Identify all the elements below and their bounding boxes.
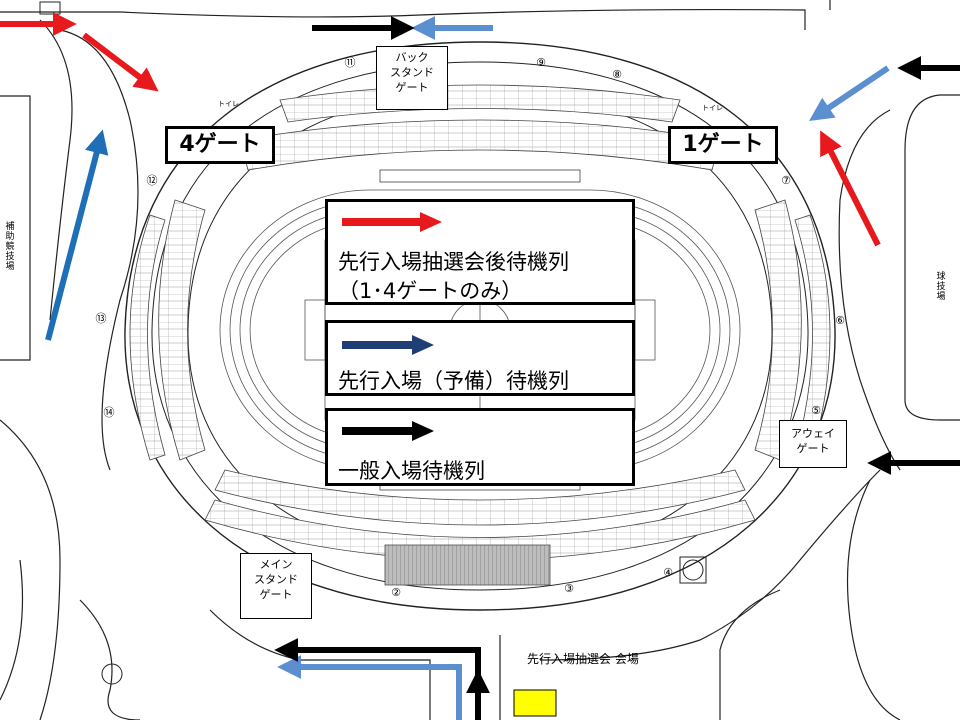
section-9: ⑨ bbox=[536, 56, 546, 69]
section-12: ⑫ bbox=[147, 174, 158, 187]
ball-field-text: 球技場 bbox=[936, 272, 946, 302]
section-3: ③ bbox=[564, 582, 574, 595]
section-numbers: ④ ② ③ ⑤ ⑥ ⑦ ⑧ ⑨ ⑪ ⑫ ⑬ ⑭ bbox=[96, 56, 846, 599]
legend-red: 先行入場抽選会後待機列 （1･4ゲートのみ） bbox=[325, 199, 635, 305]
main-stand-gate-line3: ゲート bbox=[259, 588, 293, 601]
section-13: ⑬ bbox=[96, 312, 107, 325]
gate-1-label: 1ゲート bbox=[668, 126, 778, 164]
ball-field-label: 球技場 bbox=[935, 272, 947, 302]
lottery-venue-box bbox=[513, 689, 557, 717]
gate-1-text: 1ゲート bbox=[682, 132, 764, 157]
auxiliary-field-label: 補助競技場 bbox=[4, 222, 16, 272]
section-8: ⑧ bbox=[612, 68, 622, 81]
back-stand-gate-line1: バック bbox=[395, 51, 429, 64]
queue-arrows bbox=[0, 12, 960, 720]
back-stand-gate-line2: スタンド bbox=[390, 66, 434, 79]
lottery-venue-text: 先行入場抽選会 会場 bbox=[527, 652, 639, 666]
seating bbox=[129, 84, 831, 586]
section-5: ⑤ bbox=[811, 404, 821, 417]
main-stand-gate-label: メイン スタンド ゲート bbox=[240, 553, 312, 619]
section-2: ② bbox=[391, 586, 401, 599]
legend-black: 一般入場待機列 bbox=[325, 408, 635, 486]
toilet-labels: トイレ トイレ bbox=[218, 100, 723, 112]
main-stand-gate-line1: メイン bbox=[259, 558, 293, 571]
legend-black-arrow bbox=[342, 421, 434, 441]
toilet-label-left: トイレ bbox=[218, 100, 239, 108]
legend-navy-arrow bbox=[342, 335, 434, 355]
back-stand-gate-label: バック スタンド ゲート bbox=[376, 46, 448, 110]
lottery-venue-caption: 先行入場抽選会 会場 bbox=[527, 650, 639, 667]
main-stand-gate-line2: スタンド bbox=[254, 573, 298, 586]
away-gate-line1: アウェイ bbox=[791, 427, 835, 440]
gate-4-label: 4ゲート bbox=[165, 126, 275, 164]
section-14: ⑭ bbox=[104, 406, 115, 419]
away-gate-line2: ゲート bbox=[796, 442, 830, 455]
legend-black-line1: 一般入場待機列 bbox=[338, 459, 485, 483]
away-gate-label: アウェイ ゲート bbox=[779, 420, 847, 468]
legend-red-line1: 先行入場抽選会後待機列 bbox=[338, 250, 569, 274]
section-1: ④ bbox=[663, 566, 673, 579]
legend-red-line2: （1･4ゲートのみ） bbox=[338, 279, 523, 303]
section-7: ⑦ bbox=[781, 174, 791, 187]
auxiliary-field-text: 補助競技場 bbox=[5, 222, 15, 272]
section-6: ⑥ bbox=[835, 314, 845, 327]
gate-4-text: 4ゲート bbox=[179, 132, 261, 157]
legend-navy-line1: 先行入場（予備）待機列 bbox=[338, 369, 569, 393]
section-11: ⑪ bbox=[345, 56, 356, 69]
back-stand-gate-line3: ゲート bbox=[395, 81, 429, 94]
legend-navy: 先行入場（予備）待機列 bbox=[325, 320, 635, 396]
legend-red-arrow bbox=[342, 212, 442, 232]
toilet-label-right: トイレ bbox=[702, 104, 723, 112]
